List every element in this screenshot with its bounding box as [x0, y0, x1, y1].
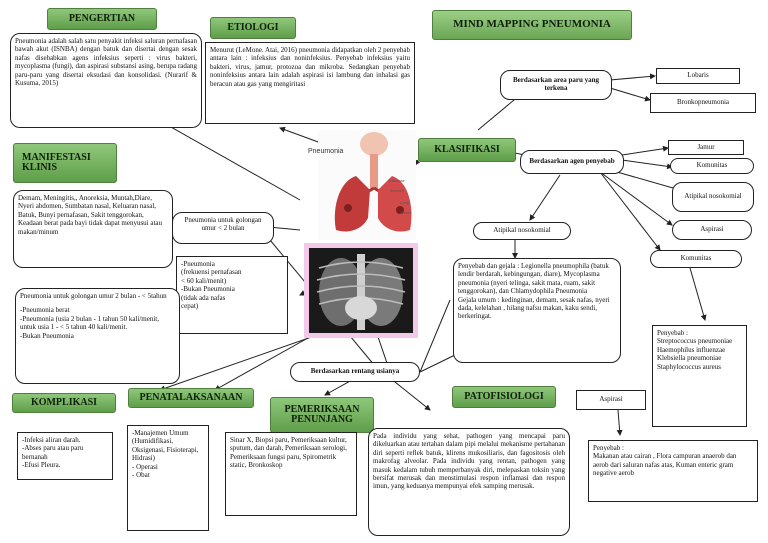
- lobaris-node: Lobaris: [656, 68, 740, 84]
- bronkopneumonia-node: Bronkopneumonia: [650, 93, 756, 113]
- pengertian-box: Pneumonia adalah salah satu penyakit inf…: [10, 33, 202, 128]
- komplikasi-header: KOMPLIKASI: [12, 393, 116, 413]
- klasifikasi-header: KLASIFIKASI: [418, 138, 516, 162]
- lung-diagram-icon: [334, 132, 412, 232]
- usia-gt2-head: Pneumonia untuk golongan umur 2 bulan - …: [20, 292, 167, 300]
- rentang-usia-node: Berdasarkan rentang usianya: [290, 362, 420, 382]
- main-title: MIND MAPPING PNEUMONIA: [432, 10, 632, 40]
- manifestasi-box: Demam, Meningitis,, Anoreksia, Muntah,Di…: [13, 190, 173, 268]
- komunitas-detail-box: Penyebab : Streptococcus pneumoniae Haem…: [652, 325, 747, 427]
- agen-komunitas-node: Komunitas: [670, 158, 754, 174]
- usia-gt2-body: -Pneumonia berat -Pneumonia (usia 2 bula…: [20, 306, 160, 340]
- usia-lt2-body: -Pneumonia (frekuensi pernafasan < 60 ka…: [176, 256, 288, 334]
- usia-lt2-head: Pneumonia untuk golongan umur < 2 bulan: [172, 212, 274, 244]
- aspirasi-label-node: Aspirasi: [576, 390, 646, 410]
- etiologi-box: Menurut (LeMone. Atai, 2016) pneumonia d…: [205, 42, 415, 124]
- komplikasi-box: -Infeksi aliran darah. -Abses paru atau …: [17, 432, 113, 480]
- illustration-tag-lung: Lung: [400, 200, 409, 205]
- atipikal-label-node: Atipikal nosokomial: [473, 222, 571, 240]
- area-paru-node: Berdasarkan area paru yang terkena: [500, 70, 612, 100]
- atipikal-detail-box: Penyebab dan gejala : Legionella pneumop…: [453, 258, 621, 363]
- pemeriksaan-header: PEMERIKSAAN PENUNJANG: [270, 397, 374, 433]
- patofisiologi-header: PATOFISIOLOGI: [452, 386, 556, 408]
- agen-atipikal-node: Atipikal nosokomial: [672, 182, 754, 212]
- illustration-label: Pneumonia: [308, 148, 344, 155]
- aspirasi-detail-box: Penyebab : Makanan atau cairan , Flora c…: [588, 440, 758, 502]
- pengertian-header: PENGERTIAN: [47, 8, 157, 30]
- komunitas-label-node: Komunitas: [650, 250, 742, 268]
- patofisiologi-box: Pada individu yang sehat, pathogen yang …: [368, 428, 570, 536]
- chest-xray-icon: [309, 248, 413, 333]
- illustration-tag-tracheae: Tracheae: [388, 178, 405, 183]
- agen-aspirasi-node: Aspirasi: [672, 220, 752, 240]
- illustration-tag-bronchi: Bronchi: [390, 188, 404, 193]
- lung-illustration: Pneumonia Tracheae Bronchi Lung Alveoli: [308, 130, 416, 240]
- etiologi-header: ETIOLOGI: [210, 17, 296, 39]
- penatalaksanaan-box: -Manajemen Umum (Humidifikasi, Oksigenas…: [127, 425, 209, 531]
- manifestasi-header: MANIFESTASI KLINIS: [13, 143, 117, 183]
- pemeriksaan-box: Sinar X, Biopsi paru, Pemeriksaan kultur…: [225, 432, 357, 516]
- xray-image: [304, 243, 418, 338]
- illustration-tag-alveoli: Alveoli: [400, 210, 412, 215]
- usia-gt2-box: Pneumonia untuk golongan umur 2 bulan - …: [15, 288, 180, 384]
- penatalaksanaan-header: PENATALAKSANAAN: [128, 388, 254, 408]
- agen-penyebab-node: Berdasarkan agen penyebab: [520, 150, 624, 174]
- agen-jamur-node: Jamur: [668, 140, 744, 155]
